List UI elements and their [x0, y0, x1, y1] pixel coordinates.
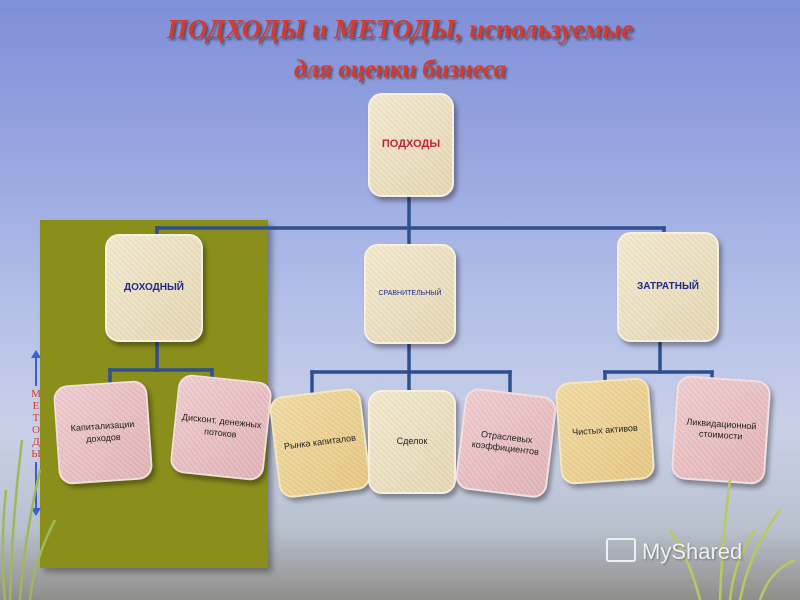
- method-capital-market-label: Рынка капиталов: [283, 433, 357, 452]
- root-label: ПОДХОДЫ: [381, 138, 441, 151]
- watermark-text: MyShared: [642, 539, 743, 564]
- side-letter: Е: [32, 400, 40, 412]
- presentation-icon: [606, 538, 636, 562]
- approach-income-block: ДОХОДНЫЙ: [105, 234, 203, 342]
- method-capital-market-block: Рынка капиталов: [268, 386, 372, 500]
- page-title: ПОДХОДЫ и МЕТОДЫ, используемые: [166, 14, 634, 44]
- side-letter: М: [31, 388, 41, 400]
- approach-comparative-block: СРАВНИТЕЛЬНЫЙ: [364, 244, 456, 344]
- method-capitalization-label: Капитализации доходов: [70, 419, 135, 444]
- side-letter: Т: [32, 412, 40, 424]
- side-letter: Д: [32, 436, 40, 448]
- page-subtitle: для оценки бизнеса: [293, 56, 507, 83]
- side-label-methods: М Е Т О Д Ы: [28, 388, 44, 460]
- method-industry-block: Отраслевых коэффициентов: [454, 386, 558, 500]
- watermark: MyShared: [606, 538, 742, 565]
- approach-income-label: ДОХОДНЫЙ: [124, 281, 184, 293]
- approach-cost-label: ЗАТРАТНЫЙ: [637, 280, 699, 292]
- method-liquidation-block: Ликвидационной стоимости: [670, 374, 772, 486]
- approach-cost-block: ЗАТРАТНЫЙ: [617, 232, 719, 342]
- method-dcf-label: Дисконт. денежных потоков: [181, 412, 262, 440]
- grass-left-decoration: [1, 439, 57, 600]
- method-net-assets-label: Чистых активов: [571, 423, 639, 438]
- approach-comparative-label: СРАВНИТЕЛЬНЫЙ: [378, 289, 442, 297]
- side-letter: О: [32, 424, 40, 436]
- method-deals-block: Сделок: [368, 390, 456, 494]
- side-letter: Ы: [31, 448, 41, 460]
- grass-right-decoration: [668, 479, 796, 600]
- root-approaches-block: ПОДХОДЫ: [368, 93, 454, 197]
- method-industry-label: Отраслевых коэффициентов: [471, 428, 540, 458]
- method-deals-label: Сделок: [396, 436, 428, 447]
- up-arrow-head-icon: [31, 350, 41, 358]
- down-arrow-head-icon: [31, 508, 41, 516]
- method-dcf-block: Дисконт. денежных потоков: [169, 373, 273, 482]
- method-net-assets-block: Чистых активов: [554, 376, 656, 486]
- up-arrow-icon: [35, 352, 37, 386]
- method-liquidation-label: Ликвидационной стоимости: [686, 416, 757, 442]
